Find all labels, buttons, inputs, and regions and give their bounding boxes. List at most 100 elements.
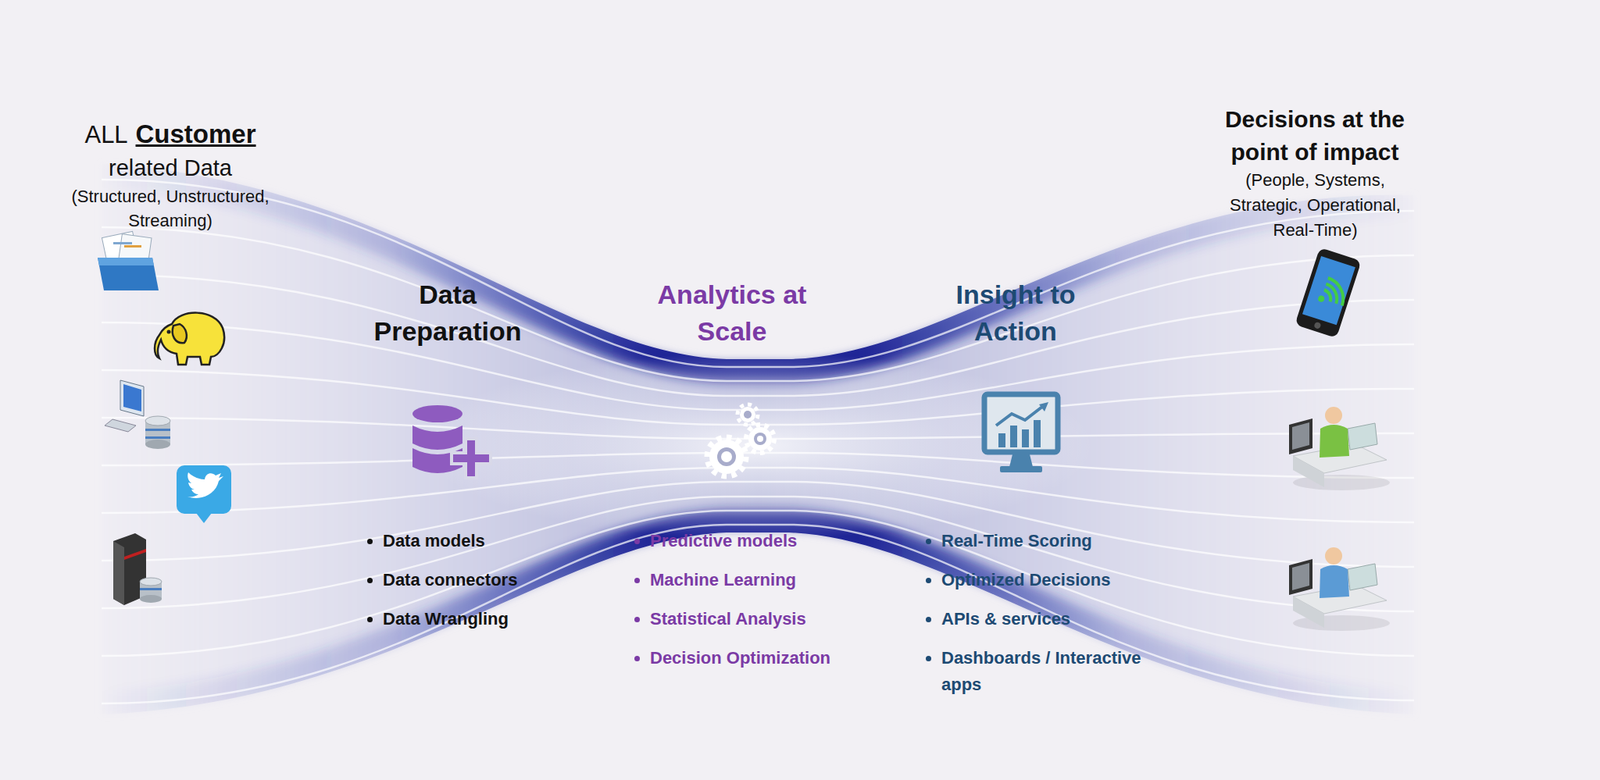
stage-heading: Insight to Action	[929, 276, 1102, 350]
smartphone-icon	[1321, 289, 1333, 302]
stage-heading: Data Preparation	[361, 276, 534, 350]
decision-note: (People, Systems, Strategic, Operational…	[1219, 167, 1411, 243]
bullet-item: Data models	[382, 528, 618, 555]
bullet-item: Real-Time Scoring	[941, 528, 1168, 555]
workstation-database-icon	[145, 436, 171, 440]
person-workstation-icon	[1325, 547, 1343, 565]
database-plus-icon	[412, 425, 463, 450]
stage-title: Data Preparation	[361, 276, 534, 350]
smartphone-icon	[1294, 247, 1361, 339]
smartphone-icon	[1321, 278, 1349, 306]
source-heading: ALLCustomer	[45, 117, 296, 153]
person-workstation-icon	[1292, 596, 1325, 629]
dashboard-monitor-icon	[998, 433, 1006, 448]
workstation-database-icon	[145, 439, 171, 450]
database-plus-icon	[467, 440, 475, 477]
server-database-icon	[113, 533, 162, 606]
bullet-item: Data connectors	[382, 567, 618, 594]
person-workstation-icon	[1325, 407, 1343, 425]
decision-heading: Decisions at the point of impact	[1209, 103, 1421, 169]
workstation-database-icon	[123, 384, 142, 412]
person-workstation-icon	[1289, 547, 1390, 632]
person-workstation-icon	[1292, 456, 1325, 488]
smartphone-icon	[1302, 256, 1356, 325]
smartphone-icon	[1317, 295, 1325, 304]
gears-icon	[707, 437, 747, 477]
person-workstation-icon	[1319, 565, 1350, 599]
documents-folder-icon	[97, 231, 159, 291]
twitter-icon	[187, 472, 224, 499]
gears-icon	[739, 407, 756, 423]
bullet-item: Data Wrangling	[382, 606, 618, 633]
bullet-item: Statistical Analysis	[650, 606, 885, 633]
person-workstation-icon	[1289, 407, 1390, 491]
funnel-band	[101, 164, 1415, 715]
stage-bullets: Predictive modelsMachine LearningStatist…	[650, 528, 885, 685]
server-database-icon	[124, 549, 147, 561]
funnel-band	[101, 532, 1415, 715]
database-plus-icon	[412, 405, 491, 479]
funnel-rays	[101, 370, 1415, 425]
hadoop-elephant-icon	[154, 313, 225, 365]
server-database-icon	[139, 578, 162, 586]
stage-bullets: Data modelsData connectorsData Wrangling	[382, 528, 618, 646]
bullet-item: Optimized Decisions	[941, 567, 1168, 594]
gears-icon	[721, 451, 733, 463]
source-types-note: (Structured, Unstructured, Streaming)	[57, 184, 284, 233]
funnel-rays	[101, 467, 1415, 523]
stage-title: Insight to Action	[929, 276, 1102, 350]
gears-icon	[743, 410, 752, 419]
dashboard-monitor-icon	[1009, 454, 1033, 468]
gears-icon	[748, 427, 772, 451]
person-workstation-icon	[1289, 559, 1313, 596]
workstation-database-icon	[104, 419, 136, 433]
smartphone-icon	[1294, 247, 1361, 339]
person-workstation-icon	[1347, 423, 1378, 450]
dashboard-monitor-icon	[984, 394, 1058, 473]
server-database-icon	[113, 541, 125, 606]
database-plus-icon	[412, 405, 463, 423]
stage-title: Analytics at Scale	[646, 276, 818, 350]
documents-folder-icon	[124, 245, 142, 248]
gears-icon	[757, 435, 764, 443]
funnel-band	[101, 164, 1415, 715]
dashboard-monitor-icon	[984, 394, 1058, 453]
source-heading-word: ALL	[84, 121, 128, 149]
person-workstation-icon	[1289, 418, 1313, 455]
dashboard-monitor-icon	[1033, 420, 1041, 448]
stage-heading: Analytics at Scale	[646, 276, 818, 350]
hadoop-elephant-icon	[172, 324, 187, 343]
bullet-list: Real-Time ScoringOptimized DecisionsAPIs…	[941, 528, 1168, 699]
funnel-rays	[101, 227, 1415, 382]
decision-title: Decisions at the point of impact	[1209, 103, 1421, 169]
source-heading: related Data	[45, 151, 296, 185]
person-workstation-icon	[1292, 422, 1310, 450]
hadoop-elephant-icon	[154, 313, 225, 365]
dashboard-monitor-icon	[996, 407, 1043, 426]
person-workstation-icon	[1319, 425, 1350, 458]
gears-icon	[753, 432, 767, 446]
decision-types-note: (People, Systems, Strategic, Operational…	[1219, 167, 1411, 243]
bullet-item: Machine Learning	[650, 567, 885, 594]
person-workstation-icon	[1347, 564, 1378, 591]
gears-icon	[717, 447, 736, 467]
server-database-icon	[139, 588, 162, 591]
bullet-item: Dashboards / Interactive apps	[941, 645, 1168, 699]
twitter-icon	[196, 513, 212, 524]
dashboard-monitor-icon	[1000, 466, 1043, 473]
workstation-database-icon	[120, 380, 144, 417]
funnel-rays	[101, 496, 1415, 612]
gears-icon	[746, 425, 775, 454]
funnel-band	[101, 164, 1415, 715]
funnel-band	[101, 164, 1415, 715]
dashboard-monitor-icon	[1010, 425, 1018, 448]
funnel-rays	[101, 179, 1415, 704]
bullet-item: Decision Optimization	[650, 645, 885, 672]
funnel-band	[101, 164, 1415, 360]
documents-folder-icon	[113, 242, 133, 245]
gears-icon	[707, 404, 775, 477]
funnel-rays	[101, 453, 1415, 479]
person-workstation-icon	[1292, 563, 1310, 591]
